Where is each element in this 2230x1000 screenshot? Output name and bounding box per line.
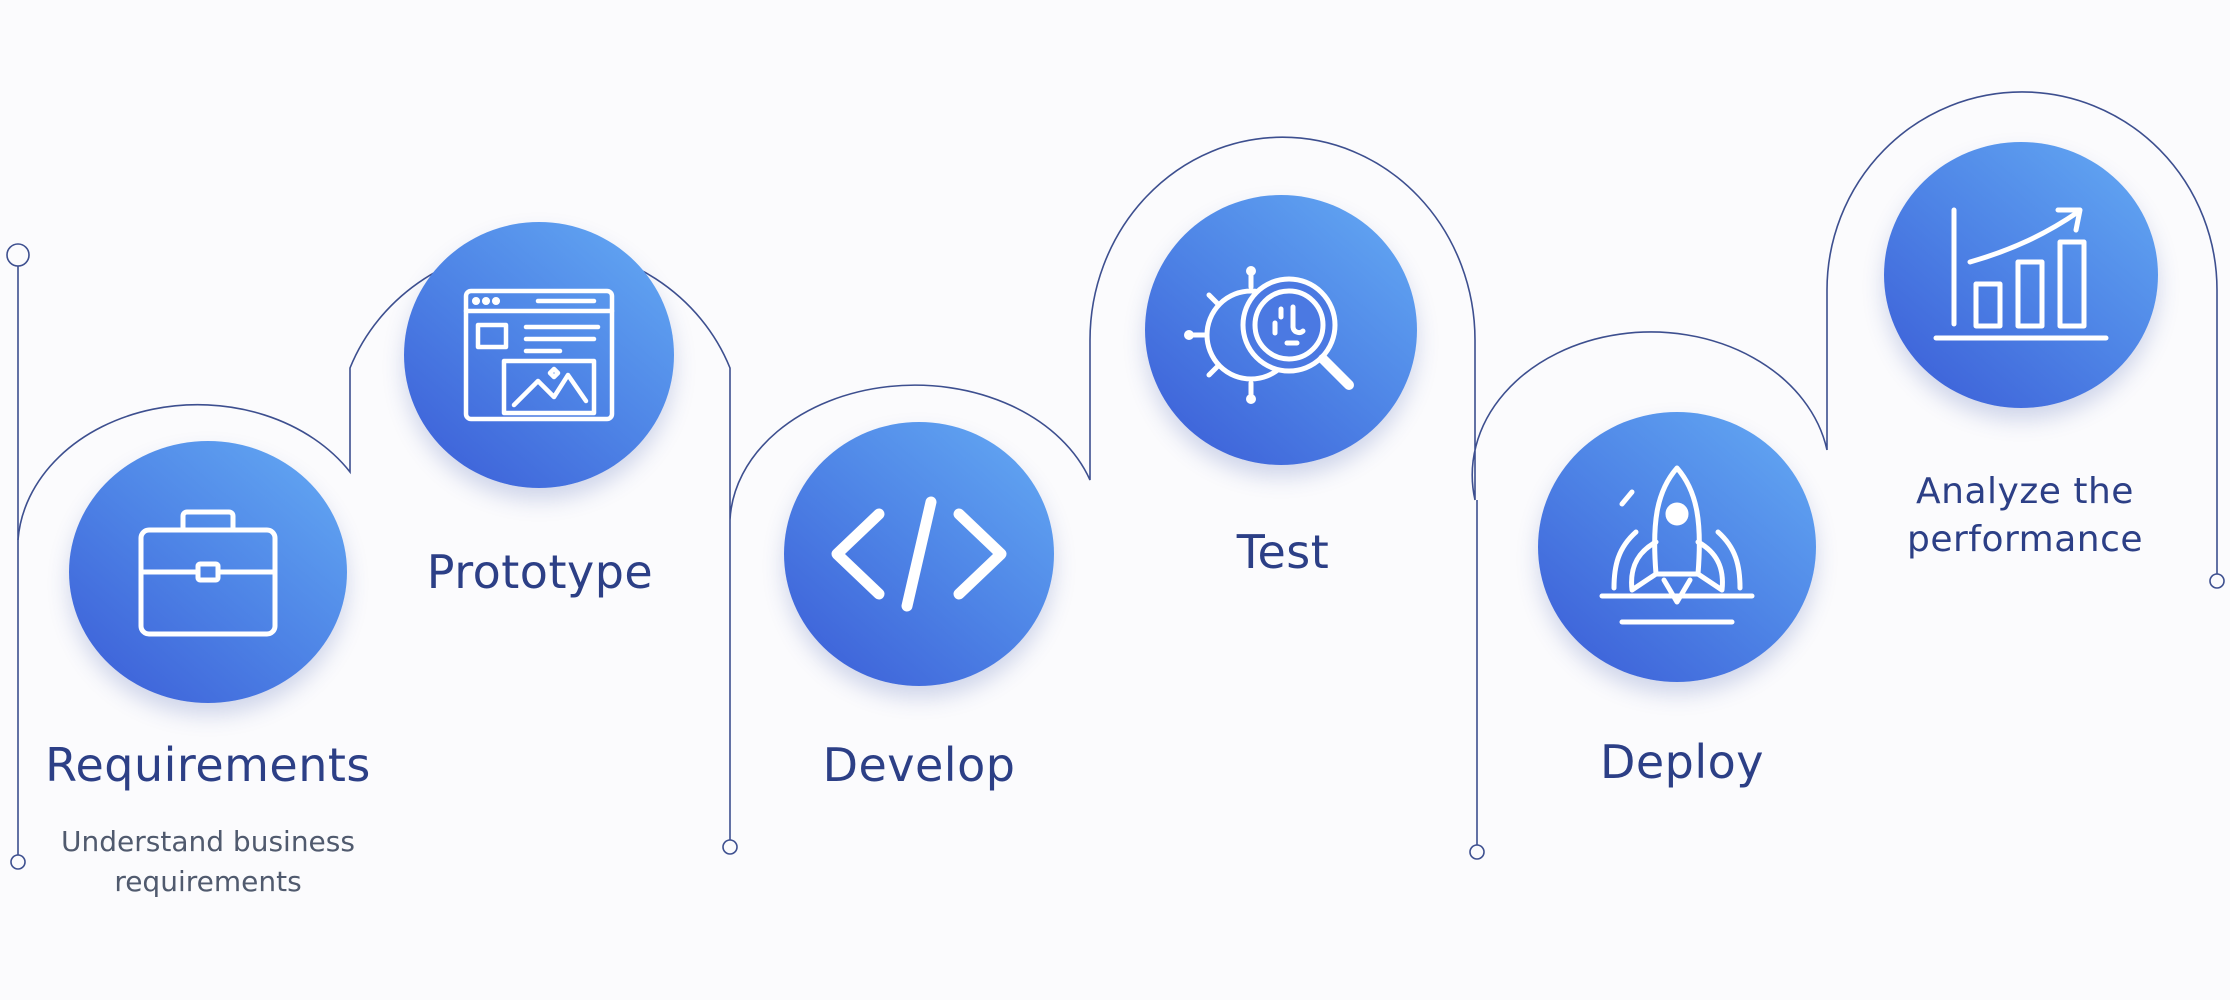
step-analyze-title: Analyze the performance (1906, 471, 2144, 560)
step-test-title: Test (1236, 525, 1330, 579)
connector-end-node (2209, 573, 2225, 589)
connector-end-node (10, 854, 26, 870)
step-deploy-circle (1538, 412, 1816, 682)
step-requirements-circle (69, 441, 347, 703)
connector-end-node (722, 839, 738, 855)
bug-magnifier-icon (1184, 266, 1354, 404)
step-deploy-title: Deploy (1599, 735, 1765, 789)
connector-start-node (6, 243, 30, 267)
step-requirements-description: Understand business requirements (61, 825, 355, 898)
briefcase-icon (138, 509, 278, 637)
connector-end-node (1469, 844, 1485, 860)
step-develop-title: Develop (822, 738, 1016, 792)
browser-wireframe-icon (463, 288, 615, 422)
step-test-circle (1145, 195, 1417, 465)
bar-chart-growth-icon (1933, 207, 2109, 341)
step-prototype-title: Prototype (426, 545, 654, 599)
step-develop-circle (784, 422, 1054, 686)
step-analyze-circle (1884, 142, 2158, 408)
code-icon (831, 496, 1007, 612)
step-requirements-title: Requirements (45, 738, 371, 792)
rocket-icon (1599, 465, 1755, 625)
step-prototype-circle (404, 222, 674, 488)
